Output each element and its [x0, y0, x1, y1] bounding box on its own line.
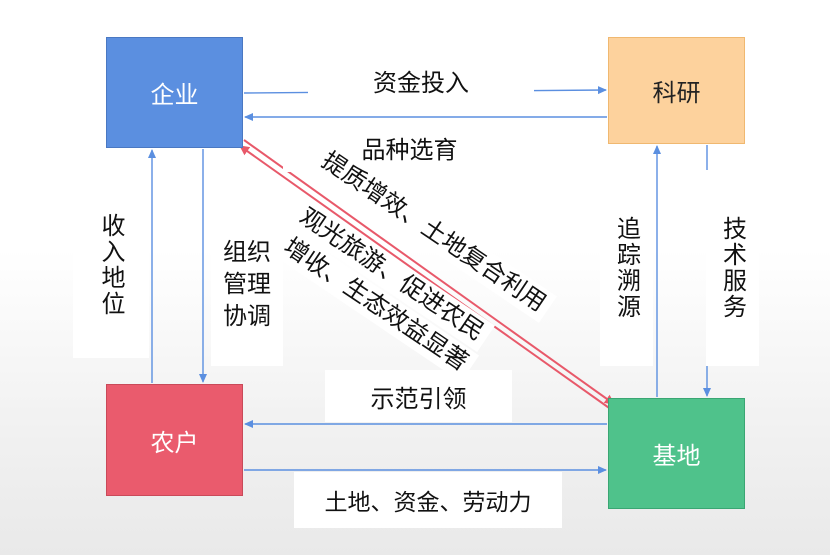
- node-jidi-label: 基地: [652, 442, 701, 470]
- node-keyan: 科研: [608, 37, 745, 144]
- node-jidi: 基地: [608, 398, 745, 509]
- label-shouru: 收入地位: [73, 172, 149, 358]
- label-zuzhi-line: 协调: [223, 301, 271, 330]
- label-zijin: 资金投入: [308, 52, 534, 108]
- node-qiye-label: 企业: [150, 81, 199, 109]
- node-nonghu: 农户: [106, 384, 243, 496]
- node-keyan-label: 科研: [652, 79, 701, 107]
- label-zuzhi-line: 管理: [223, 270, 271, 299]
- node-nonghu-label: 农户: [150, 428, 199, 457]
- label-jishu: 技术服务: [706, 170, 759, 366]
- label-zuzhi: 组织 管理 协调: [211, 204, 283, 366]
- label-shifan: 示范引领: [325, 370, 512, 422]
- label-tudi: 土地、资金、劳动力: [294, 472, 562, 528]
- label-zuzhi-line: 组织: [223, 238, 271, 267]
- label-pinzhong: 品种选育: [283, 122, 536, 172]
- label-zhuizong: 追踪溯源: [600, 170, 653, 366]
- arrow-qiye-to-jidi: [243, 139, 615, 405]
- node-qiye: 企业: [106, 37, 243, 148]
